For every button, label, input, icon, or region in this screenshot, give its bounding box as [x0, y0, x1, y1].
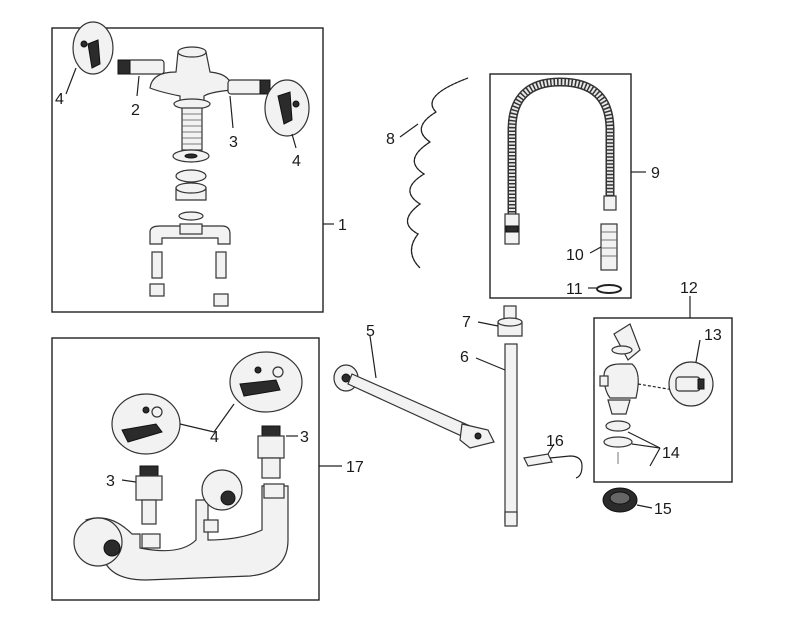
callout-6: 6 [460, 349, 469, 366]
assembly-17-frame [51, 337, 320, 601]
wall-bracket [333, 364, 495, 449]
callout-15: 15 [654, 501, 672, 518]
callout-14: 14 [662, 445, 680, 462]
callout-5: 5 [366, 323, 375, 340]
assembly-12-frame [593, 317, 733, 483]
callout-4-right: 4 [292, 153, 301, 170]
assembly-1-frame [51, 27, 324, 313]
spray-face [602, 487, 638, 513]
wall-faucet-assembly [73, 351, 303, 581]
riser-assembly [497, 305, 523, 527]
pre-rinse-hose [504, 77, 622, 294]
callout-3-lower-right: 3 [300, 429, 309, 446]
spray-valve-assembly [599, 323, 714, 464]
callout-12: 12 [680, 280, 698, 297]
callout-4-lower: 4 [210, 429, 219, 446]
handle-detail-bubble-lower-left [111, 393, 181, 455]
spray-hook [523, 453, 583, 479]
callout-3-lower-left: 3 [106, 473, 115, 490]
spring-coil [406, 77, 469, 269]
callout-16: 16 [546, 433, 564, 450]
callout-4-left: 4 [55, 91, 64, 108]
deck-faucet-assembly [72, 21, 310, 307]
callout-7: 7 [462, 314, 471, 331]
callout-17: 17 [346, 459, 364, 476]
callout-2: 2 [131, 102, 140, 119]
callout-1: 1 [338, 217, 347, 234]
callout-3: 3 [229, 134, 238, 151]
callout-11: 11 [566, 281, 583, 298]
callout-13: 13 [704, 327, 722, 344]
callout-8: 8 [386, 131, 395, 148]
assembly-9-frame [489, 73, 632, 299]
callout-10: 10 [566, 247, 584, 264]
callout-9: 9 [651, 165, 660, 182]
